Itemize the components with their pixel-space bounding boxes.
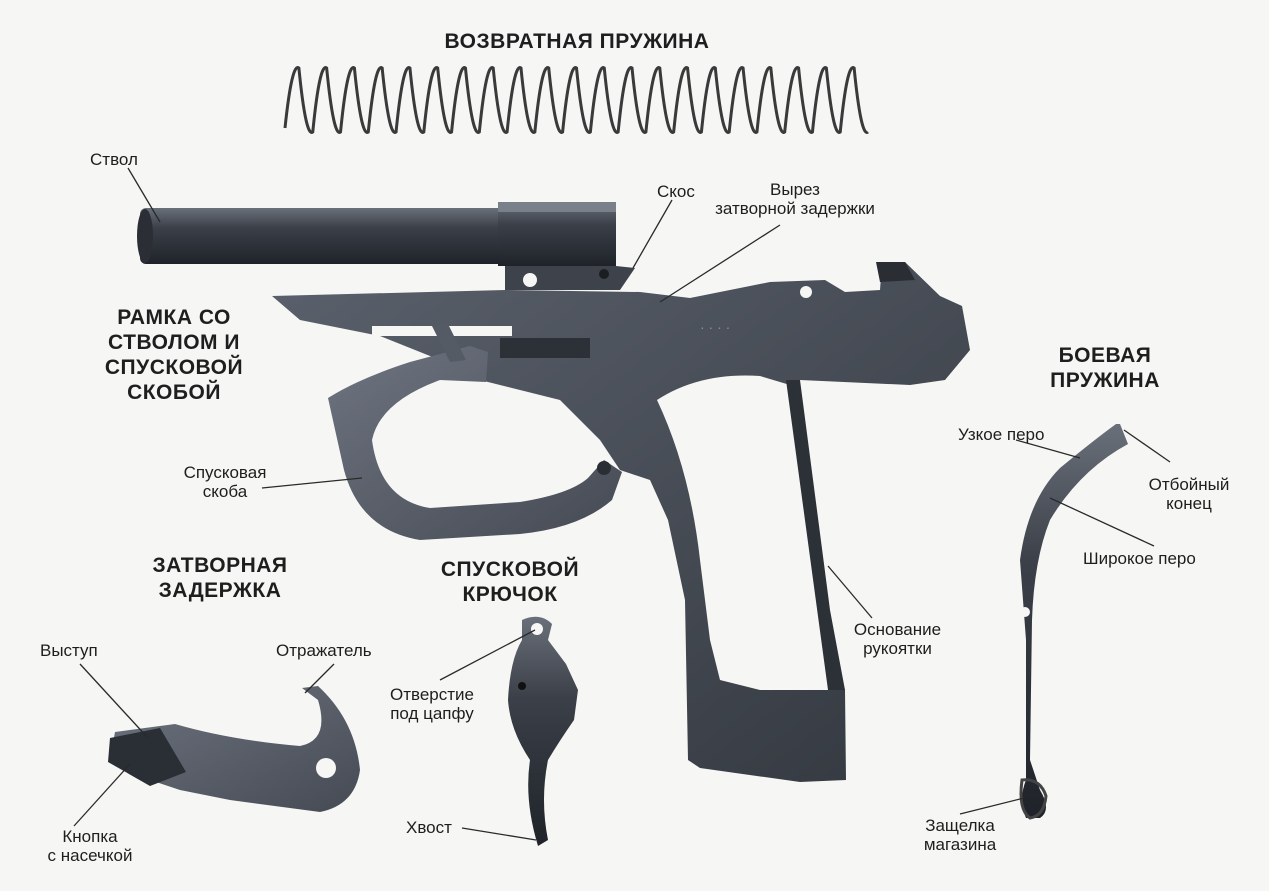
label-slide-stop-notch: Вырез затворной задержки bbox=[700, 180, 890, 218]
frame-serial-engraving: · · · · bbox=[700, 319, 730, 335]
title-slide-stop-line2: ЗАДЕРЖКА bbox=[158, 579, 282, 602]
label-checkered-button: Кнопка с насечкой bbox=[30, 827, 150, 865]
label-notch-line1: Вырез bbox=[770, 180, 820, 199]
label-trigger-guard: Спусковая скоба bbox=[170, 463, 280, 501]
trigger-guard bbox=[328, 324, 622, 540]
title-trigger-line1: СПУСКОВОЙ bbox=[440, 558, 580, 581]
label-pivot-hole-line1: Отверстие bbox=[390, 685, 474, 704]
label-notch-line2: затворной задержки bbox=[715, 199, 875, 218]
leader-rebound-end bbox=[1123, 429, 1171, 463]
label-tail: Хвост bbox=[406, 818, 452, 837]
title-mainspring-line1: БОЕВАЯ bbox=[1058, 344, 1152, 367]
barrel bbox=[137, 202, 635, 290]
mainspring bbox=[1019, 424, 1128, 820]
title-trigger-line2: КРЮЧОК bbox=[462, 583, 558, 606]
leader-pivot-hole bbox=[439, 629, 536, 681]
slide-stop bbox=[108, 686, 360, 812]
label-grip-base-line1: Основание bbox=[853, 620, 942, 639]
title-frame-line4: СКОБОЙ bbox=[127, 381, 221, 404]
leader-lines bbox=[73, 167, 1171, 841]
label-checkered-button-line2: с насечкой bbox=[47, 846, 133, 865]
title-trigger: СПУСКОВОЙ КРЮЧОК bbox=[420, 557, 600, 607]
label-bevel: Скос bbox=[657, 182, 695, 201]
label-magazine-catch: Защелка магазина bbox=[905, 816, 1015, 854]
label-rebound-end-line2: конец bbox=[1166, 494, 1212, 513]
leader-tail bbox=[461, 827, 537, 841]
title-frame-line3: СПУСКОВОЙ bbox=[104, 356, 244, 379]
label-trigger-guard-line1: Спусковая bbox=[183, 463, 267, 482]
label-grip-base: Основание рукоятки bbox=[840, 620, 955, 658]
leader-ejector bbox=[304, 663, 335, 694]
label-trigger-guard-line2: скоба bbox=[202, 482, 248, 501]
title-recoil-spring: ВОЗВРАТНАЯ ПРУЖИНА bbox=[444, 30, 710, 53]
label-narrow-leaf: Узкое перо bbox=[958, 425, 1045, 444]
recoil-spring bbox=[283, 66, 869, 134]
label-ejector: Отражатель bbox=[276, 641, 372, 660]
title-mainspring-line2: ПРУЖИНА bbox=[1050, 369, 1160, 392]
leader-wide-leaf bbox=[1049, 497, 1155, 547]
leader-magazine-catch bbox=[959, 797, 1025, 815]
label-wide-leaf: Широкое перо bbox=[1083, 549, 1196, 568]
label-checkered-button-line1: Кнопка bbox=[62, 827, 118, 846]
label-barrel: Ствол bbox=[90, 150, 138, 169]
title-frame-line2: СТВОЛОМ И bbox=[108, 331, 240, 354]
label-rebound-end-line1: Отбойный bbox=[1148, 475, 1230, 494]
title-frame: РАМКА СО СТВОЛОМ И СПУСКОВОЙ СКОБОЙ bbox=[74, 305, 274, 405]
leader-notch bbox=[659, 224, 781, 303]
title-slide-stop: ЗАТВОРНАЯ ЗАДЕРЖКА bbox=[120, 553, 320, 603]
label-rebound-end: Отбойный конец bbox=[1134, 475, 1244, 513]
leader-bevel bbox=[632, 199, 673, 269]
title-frame-line1: РАМКА СО bbox=[117, 306, 231, 329]
leader-protrusion bbox=[79, 663, 149, 739]
label-pivot-hole: Отверстие под цапфу bbox=[372, 685, 492, 723]
label-magazine-catch-line2: магазина bbox=[923, 835, 997, 854]
label-magazine-catch-line1: Защелка bbox=[925, 816, 995, 835]
trigger bbox=[508, 616, 578, 846]
label-grip-base-line2: рукоятки bbox=[863, 639, 932, 658]
label-protrusion: Выступ bbox=[40, 641, 98, 660]
frame: · · · · bbox=[272, 262, 970, 782]
leader-grip-base bbox=[827, 565, 873, 619]
title-slide-stop-line1: ЗАТВОРНАЯ bbox=[152, 554, 288, 577]
title-mainspring: БОЕВАЯ ПРУЖИНА bbox=[1020, 343, 1190, 393]
leader-narrow-leaf bbox=[1015, 439, 1081, 459]
leader-barrel bbox=[127, 167, 161, 223]
leader-trigger-guard bbox=[261, 477, 363, 489]
label-pivot-hole-line2: под цапфу bbox=[390, 704, 474, 723]
leader-checkered-button bbox=[73, 763, 131, 827]
